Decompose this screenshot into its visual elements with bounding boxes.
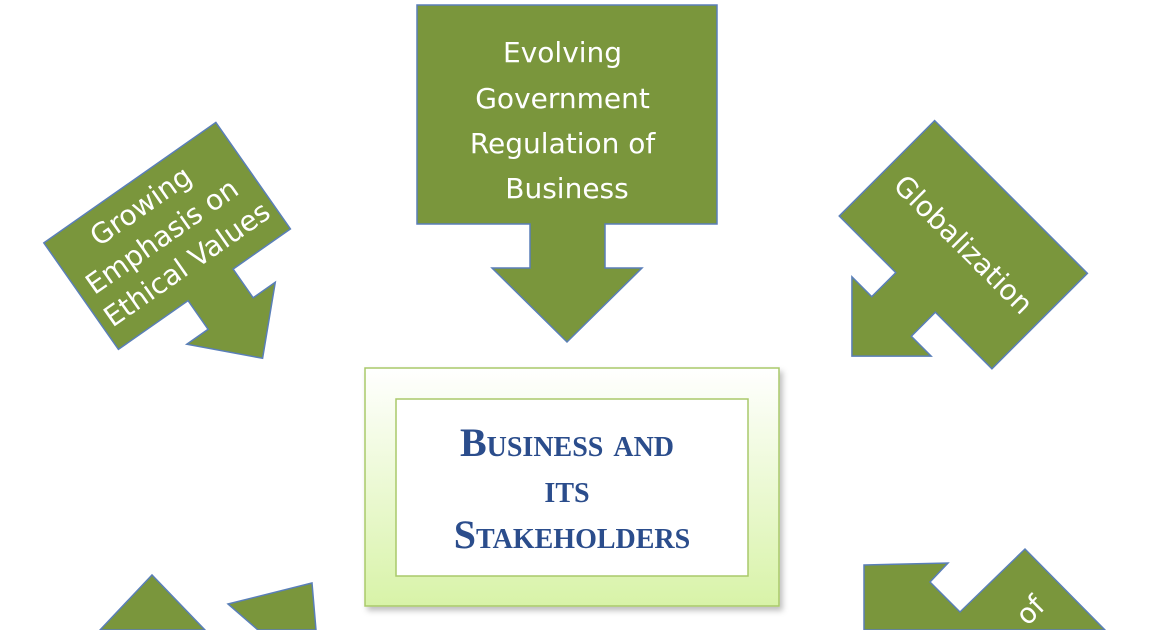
center-title: Business and its Stakeholders	[454, 420, 690, 557]
callout-bottom-left-partial	[98, 573, 317, 630]
callout-government-regulation: Evolving Government Regulation of Busine…	[416, 4, 718, 344]
center-title-line: Stakeholders	[454, 512, 690, 557]
callout-line: Government	[475, 82, 650, 115]
callout-arrow-shape	[42, 121, 292, 360]
callout-arrow-shape	[838, 119, 1089, 370]
callout-arrow-shape	[416, 4, 718, 344]
center-box: Business and its Stakeholders	[364, 367, 780, 607]
callout-line: Business	[505, 172, 628, 205]
callout-globalization: Globalization	[838, 119, 1089, 370]
callout-bottom-right-partial: of	[863, 547, 1107, 630]
callout-arrow-shape	[863, 547, 1107, 630]
callout-line: Evolving	[503, 36, 622, 69]
callout-ethical-values: Growing Emphasis on Ethical Values	[42, 121, 292, 360]
callout-label: Evolving Government Regulation of Busine…	[470, 36, 664, 205]
center-box-inner	[395, 398, 749, 577]
center-title-line: its	[544, 466, 589, 511]
center-title-line: Business and	[460, 420, 674, 465]
callout-line: Regulation of	[470, 127, 657, 160]
callout-arrow-shape	[98, 573, 317, 630]
